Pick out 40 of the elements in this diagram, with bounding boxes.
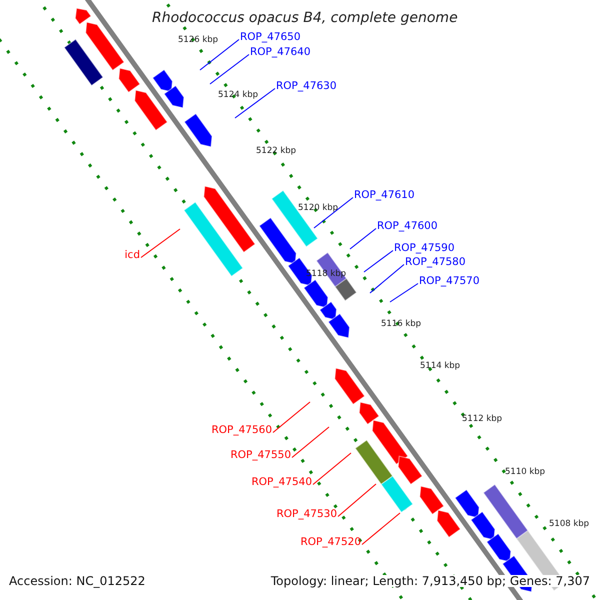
gene-label: ROP_47640 <box>250 47 311 58</box>
gene-label: ROP_47520 <box>300 537 361 548</box>
scale-label: 5110 kbp <box>505 468 546 476</box>
scale-label: 5116 kbp <box>381 320 422 328</box>
gene-label: ROP_47610 <box>354 190 415 200</box>
gene-label: ROP_47580 <box>405 257 466 268</box>
scale-label: 5124 kbp <box>218 91 258 100</box>
leader-line <box>234 88 276 118</box>
leader-line <box>200 39 240 70</box>
gene-label: ROP_47530 <box>276 509 337 520</box>
leader-line <box>314 197 354 228</box>
scale-label: 5122 kbp <box>256 147 296 156</box>
gene-label: ROP_47630 <box>276 81 337 92</box>
scale-label: 5108 kbp <box>549 520 590 528</box>
map-title: Rhodococcus opacus B4, complete genome <box>152 11 458 25</box>
leader-line <box>210 54 250 84</box>
gene-label: ROP_47560 <box>211 425 272 436</box>
gene-label: ROP_47570 <box>419 276 480 286</box>
leader-line <box>338 484 376 517</box>
accession-text: Accession: NC_012522 <box>9 575 146 587</box>
leader-line <box>364 250 394 272</box>
gene-label: ROP_47590 <box>394 243 455 254</box>
leader-line <box>390 283 418 302</box>
scale-label: 5126 kbp <box>178 36 218 44</box>
leader-line <box>312 452 352 485</box>
leader-line <box>362 512 400 545</box>
gene-label: ROP_47540 <box>251 477 312 488</box>
gene-label: ROP_47650 <box>240 32 301 42</box>
leader-line <box>350 228 376 250</box>
scale-label: 5112 kbp <box>462 415 502 424</box>
leader-line <box>370 264 404 294</box>
genome-summary-text: Topology: linear; Length: 7,913,450 bp; Genes: 7,307 <box>270 575 590 587</box>
gene-label: icd <box>124 250 140 260</box>
leader-line <box>272 402 310 433</box>
gene-label: ROP_47600 <box>377 221 438 232</box>
leader-line <box>292 426 330 458</box>
gene-label: ROP_47550 <box>230 450 291 460</box>
scale-label: 5120 kbp <box>298 204 338 212</box>
leader-line <box>140 228 180 258</box>
scale-label: 5114 kbp <box>420 362 460 370</box>
